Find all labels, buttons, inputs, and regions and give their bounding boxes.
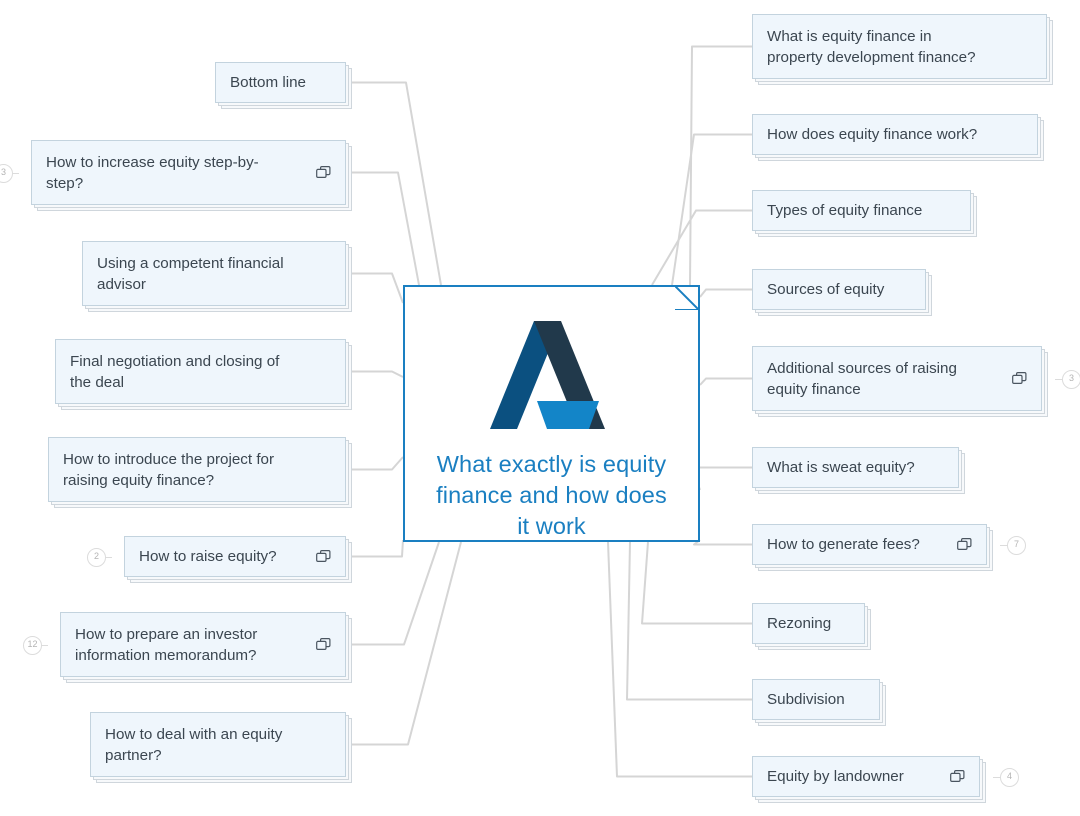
node-box[interactable]: Subdivision <box>752 679 880 720</box>
mindmap-node[interactable]: What is sweat equity? <box>752 447 965 494</box>
connector <box>346 171 420 286</box>
child-count-badge[interactable]: 7 <box>1007 535 1026 555</box>
connector <box>346 81 442 286</box>
node-box[interactable]: Sources of equity <box>752 269 926 310</box>
connector <box>346 456 404 471</box>
connector <box>346 539 404 558</box>
child-count-badge[interactable]: 3 <box>1062 369 1080 389</box>
connector <box>699 377 752 386</box>
node-label: What is sweat equity? <box>767 459 915 476</box>
node-label: How to raise equity? <box>139 548 277 565</box>
node-box[interactable]: Rezoning <box>752 603 865 644</box>
copy-icon[interactable] <box>957 537 972 552</box>
child-count-badge[interactable]: 3 <box>0 163 13 183</box>
node-label: Equity by landowner <box>767 768 904 785</box>
badge-connector <box>41 644 48 646</box>
connector <box>691 466 752 491</box>
connector <box>651 209 752 286</box>
node-label: Types of equity finance <box>767 202 923 219</box>
node-label: Bottom line <box>230 74 306 91</box>
badge-connector <box>993 776 1000 778</box>
mindmap-node[interactable]: Bottom line <box>215 62 352 109</box>
badge-connector <box>1000 544 1007 546</box>
node-box[interactable]: How to raise equity? <box>124 536 346 577</box>
node-label: How to generate fees? <box>767 536 920 553</box>
connector <box>346 541 440 646</box>
node-box[interactable]: What is sweat equity? <box>752 447 959 488</box>
node-box[interactable]: Equity by landowner <box>752 756 980 797</box>
node-box[interactable]: Bottom line <box>215 62 346 103</box>
connector <box>689 45 752 286</box>
connector <box>671 133 752 286</box>
page-fold-icon <box>675 286 699 310</box>
root-node[interactable]: What exactly is equity finance and how d… <box>403 285 700 542</box>
node-box[interactable]: How to increase equity step-by-step? <box>31 140 346 205</box>
mindmap-node[interactable]: Sources of equity <box>752 269 932 316</box>
copy-icon[interactable] <box>950 769 965 784</box>
connector <box>607 541 752 778</box>
triangle-a-logo <box>477 315 627 435</box>
copy-icon[interactable] <box>316 165 331 180</box>
child-count-badge[interactable]: 12 <box>23 635 42 655</box>
mindmap-node[interactable]: Subdivision <box>752 679 886 726</box>
node-label: How to increase equity step-by-step? <box>46 153 259 192</box>
node-label: Rezoning <box>767 615 832 632</box>
node-label: Sources of equity <box>767 281 885 298</box>
mindmap-node[interactable]: Types of equity finance <box>752 190 977 237</box>
mindmap-node[interactable]: Rezoning <box>752 603 871 650</box>
mindmap-node[interactable]: How to raise equity? <box>124 536 352 583</box>
mindmap-node[interactable]: How does equity finance work? <box>752 114 1044 161</box>
connector <box>699 288 752 298</box>
child-count-badge[interactable]: 4 <box>1000 767 1019 787</box>
child-count-badge[interactable]: 2 <box>87 547 106 567</box>
connector <box>346 370 404 378</box>
node-box[interactable]: How does equity finance work? <box>752 114 1038 155</box>
copy-icon[interactable] <box>316 549 331 564</box>
badge-connector <box>1055 378 1062 380</box>
connector <box>346 541 462 746</box>
node-label: Subdivision <box>767 691 845 708</box>
connector <box>346 272 404 304</box>
node-box[interactable]: Types of equity finance <box>752 190 971 231</box>
badge-connector <box>12 172 19 174</box>
root-title: What exactly is equity finance and how d… <box>436 451 667 539</box>
connector <box>626 541 752 701</box>
copy-icon[interactable] <box>316 637 331 652</box>
mindmap-node[interactable]: How to increase equity step-by-step? <box>31 140 352 211</box>
copy-icon[interactable] <box>1012 371 1027 386</box>
connector <box>641 541 752 625</box>
mindmap-node[interactable]: Equity by landowner <box>752 756 986 803</box>
connector <box>693 539 752 546</box>
node-box[interactable]: How to generate fees? <box>752 524 987 565</box>
node-label: How does equity finance work? <box>767 126 978 143</box>
badge-connector <box>105 556 112 558</box>
mindmap-node[interactable]: How to generate fees? <box>752 524 993 571</box>
